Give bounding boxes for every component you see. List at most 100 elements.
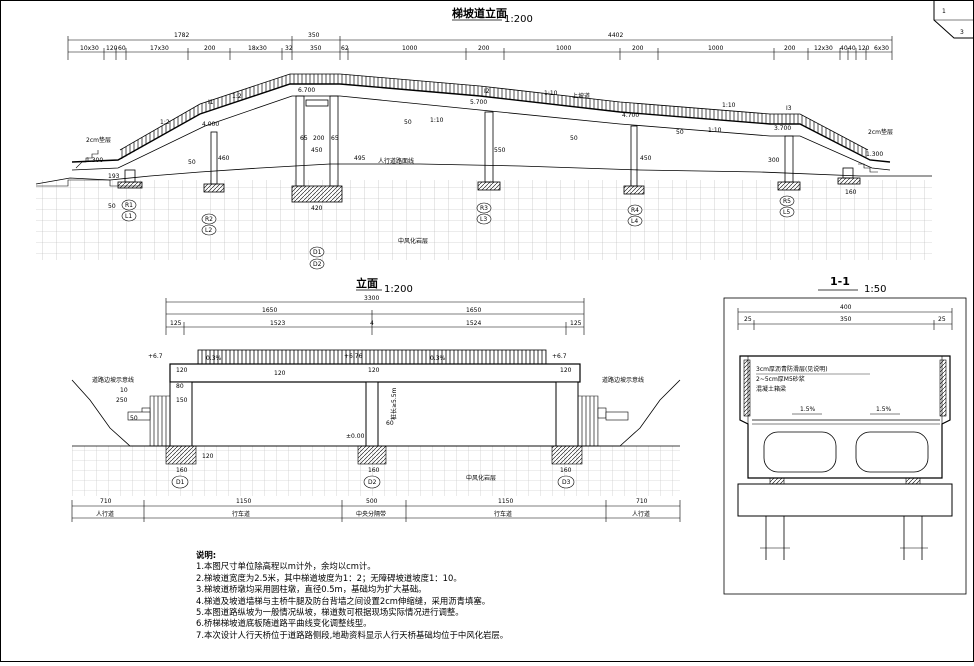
- svg-text:550: 550: [494, 147, 506, 154]
- svg-text:120: 120: [106, 45, 118, 52]
- sheet-total: 3: [960, 29, 964, 36]
- note-item-1: 1.本图尺寸单位除高程以m计外，余均以cm计。: [196, 561, 376, 572]
- svg-text:40: 40: [840, 45, 848, 52]
- svg-text:行车道: 行车道: [232, 510, 250, 518]
- front-misc-dims: 120 120 120 60 10 250 150 50 80 160 160 …: [116, 367, 572, 474]
- bottom-dim-values: 710 1150 500 1150 710: [100, 498, 648, 505]
- front-pile-d1: [171, 475, 189, 489]
- svg-text:50: 50: [570, 135, 578, 142]
- svg-text:4.000: 4.000: [202, 121, 219, 128]
- svg-text:60: 60: [118, 45, 126, 52]
- svg-text:1524: 1524: [466, 320, 481, 327]
- svg-text:R1: R1: [125, 202, 133, 209]
- sub-dimension-labels: 10x30 120 60 17x30 200 18x30 32 350 62 1…: [80, 45, 889, 52]
- svg-text:18x30: 18x30: [248, 45, 267, 52]
- svg-text:D1: D1: [313, 249, 322, 256]
- bottom-dim-labels: 人行道 行车道 中央分隔带 行车道 人行道: [96, 510, 650, 518]
- front-left-pier: [169, 381, 193, 447]
- svg-text:1.5%: 1.5%: [800, 406, 816, 413]
- svg-text:+6.76: +6.76: [344, 353, 363, 360]
- svg-text:1.300: 1.300: [866, 151, 883, 158]
- sheet-current: 1: [942, 8, 946, 15]
- pile-length-note: 桩长≥5.5m: [390, 387, 398, 420]
- dim-350: 350: [308, 32, 320, 39]
- top-dimension-chain: [67, 36, 893, 60]
- svg-text:中央分隔带: 中央分隔带: [356, 510, 386, 518]
- svg-text:350: 350: [310, 45, 322, 52]
- front-dim-chain: [165, 298, 585, 335]
- front-railing: [197, 349, 547, 365]
- front-elevation-scale: 1:200: [384, 284, 413, 295]
- front-elevation-title: 立面: [356, 276, 378, 290]
- svg-text:6x30: 6x30: [874, 45, 889, 52]
- svg-text:1:10: 1:10: [430, 117, 444, 124]
- svg-text:200: 200: [204, 45, 216, 52]
- svg-text:D1: D1: [176, 479, 185, 486]
- svg-text:160: 160: [368, 467, 380, 474]
- ramp-elevation-view: 梯坡道立面 1:200: [35, 6, 932, 270]
- left-cushion-note: 2cm垫层: [86, 136, 111, 144]
- note-item-5: 5.本图道路纵坡为一般情况纵坡，梯道数可根据现场实际情况进行调整。: [196, 607, 464, 618]
- svg-text:120: 120: [274, 370, 286, 377]
- pile-r3: [476, 202, 492, 214]
- front-right-pier: [555, 381, 579, 447]
- svg-text:50: 50: [130, 415, 138, 422]
- svg-text:120: 120: [202, 453, 214, 460]
- box-girder: [739, 355, 951, 479]
- front-elevation-view: 立面 1:200 3300 1650 1650 125 1523 4 1524 …: [71, 276, 681, 522]
- svg-text:160: 160: [176, 467, 188, 474]
- front-pile-d2: [363, 475, 381, 489]
- svg-text:50: 50: [188, 159, 196, 166]
- svg-text:200: 200: [313, 135, 325, 142]
- front-labels: 0.3% 0.3% +6.7 +6.76 +6.7 ±0.00: [148, 353, 567, 440]
- svg-text:R5: R5: [783, 198, 791, 205]
- svg-text:125: 125: [170, 320, 182, 327]
- svg-text:160: 160: [845, 189, 857, 196]
- svg-text:L3: L3: [480, 216, 487, 223]
- svg-text:12x30: 12x30: [814, 45, 833, 52]
- ramp-label: 上坡道: [572, 92, 590, 100]
- pile-r4: [627, 204, 643, 216]
- svg-text:710: 710: [636, 498, 648, 505]
- svg-text:500: 500: [366, 498, 378, 505]
- svg-text:10x30: 10x30: [80, 45, 99, 52]
- svg-text:D2: D2: [313, 261, 322, 268]
- left-slope-line-label: 道路边坡示意线: [92, 376, 134, 384]
- note-item-4: 4.梯道及坡道墙梯与主桥牛腿及防台背墙之间设置2cm伸缩缝，采用沥青填塞。: [196, 595, 491, 606]
- pile-d2: [309, 258, 325, 270]
- section-1-1-view: 1-1 1:50 400 25 350 25: [723, 275, 967, 595]
- svg-text:150: 150: [176, 397, 188, 404]
- svg-text:10: 10: [120, 387, 128, 394]
- pier-id-labels: I1 I2 I3: [208, 88, 792, 112]
- piers: [117, 95, 861, 203]
- svg-text:1000: 1000: [556, 45, 571, 52]
- slope-labels: 1:2 1:2 1:10 1:10 1:10 1:10: [160, 90, 736, 134]
- svg-text:1150: 1150: [236, 498, 251, 505]
- soil-label-front: 中风化岩层: [466, 474, 496, 482]
- svg-text:120: 120: [560, 367, 572, 374]
- svg-text:17x30: 17x30: [150, 45, 169, 52]
- svg-text:1.5%: 1.5%: [876, 406, 892, 413]
- svg-text:混凝土箱梁: 混凝土箱梁: [756, 385, 786, 393]
- svg-text:D3: D3: [562, 479, 571, 486]
- pile-markers: [121, 195, 795, 270]
- svg-text:1523: 1523: [270, 320, 285, 327]
- pile-l5: [779, 206, 795, 218]
- pile-l3: [476, 213, 492, 225]
- svg-text:420: 420: [311, 205, 323, 212]
- svg-text:5.700: 5.700: [470, 99, 487, 106]
- svg-text:120: 120: [858, 45, 870, 52]
- misc-dims: 65 200 65 450 420 495 550 450 300 160 19…: [108, 119, 857, 212]
- svg-text:1.300: 1.300: [86, 157, 103, 164]
- svg-text:193: 193: [108, 173, 120, 180]
- svg-text:I1: I1: [208, 99, 214, 106]
- svg-text:+6.7: +6.7: [552, 353, 567, 360]
- pile-l1: [121, 210, 137, 222]
- svg-text:50: 50: [404, 119, 412, 126]
- section-title: 1-1: [830, 275, 850, 288]
- svg-text:L5: L5: [783, 209, 790, 216]
- svg-text:200: 200: [478, 45, 490, 52]
- dim-1782: 1782: [174, 32, 189, 39]
